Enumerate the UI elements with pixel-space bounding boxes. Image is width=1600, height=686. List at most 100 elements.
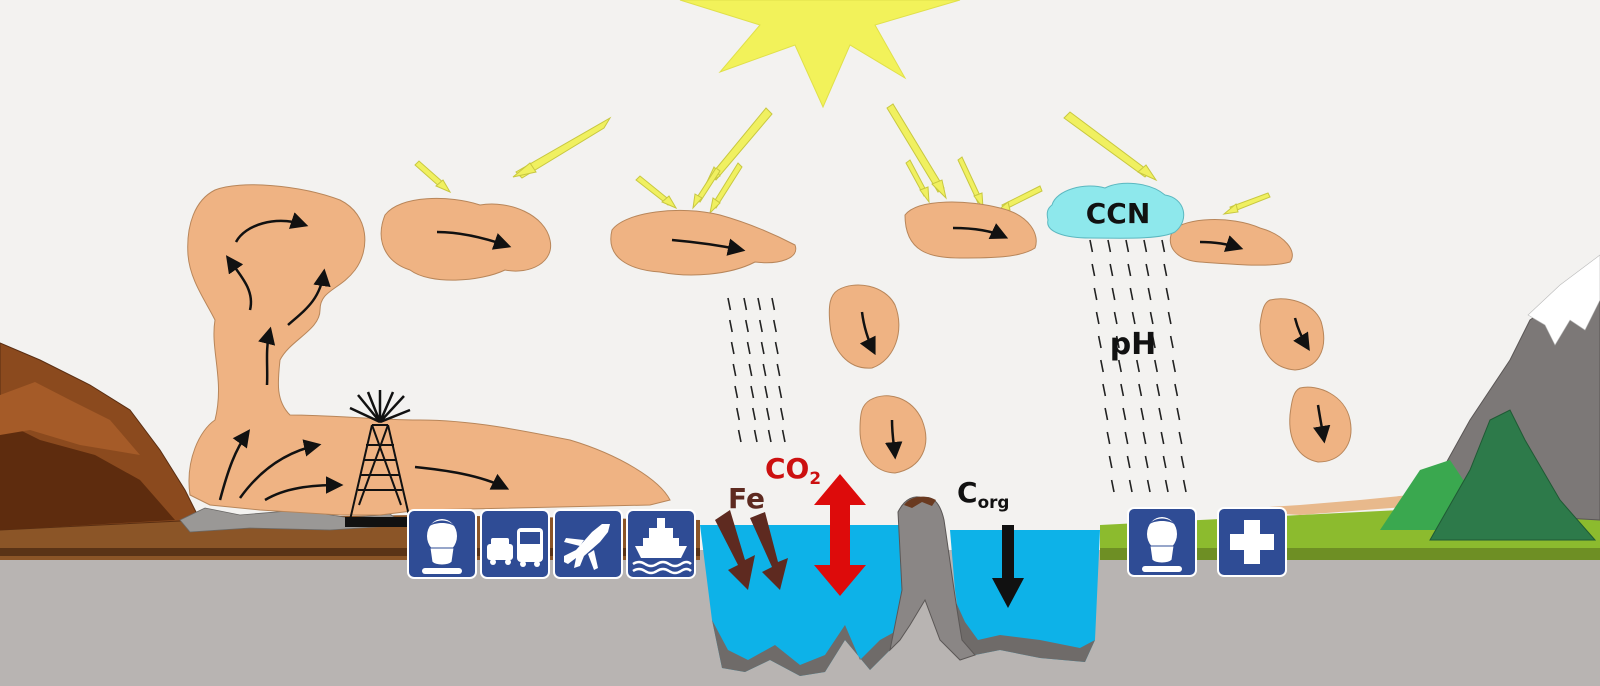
deposition-streak xyxy=(1136,359,1140,373)
deposition-streak xyxy=(1156,383,1161,397)
sign-medical xyxy=(1217,507,1287,577)
corg-label: Corg xyxy=(957,476,1009,512)
left-mountain-shade xyxy=(0,420,175,530)
deposition-streak xyxy=(1122,407,1127,421)
forest-hill-front xyxy=(1429,409,1597,541)
deposition-streak xyxy=(1133,335,1138,349)
deposition-streak xyxy=(764,385,769,399)
deposition-streak xyxy=(1145,263,1150,277)
deposition-streak xyxy=(1180,455,1185,469)
deposition-streak xyxy=(728,319,733,333)
dust-cloud-1 xyxy=(380,198,552,281)
deposition-streak xyxy=(1149,311,1154,325)
deposition-streak xyxy=(1115,335,1120,349)
deposition-streak xyxy=(1093,287,1098,301)
left-mountain-ridge xyxy=(0,382,140,455)
deposition-streak xyxy=(752,407,756,421)
deposition-streak xyxy=(1176,407,1181,421)
deposition-streak xyxy=(776,363,781,377)
deposition-streak xyxy=(727,297,732,311)
mask-person-icon xyxy=(422,519,462,574)
deposition-streak xyxy=(1146,479,1151,493)
deposition-streak xyxy=(1143,239,1148,253)
plume-wind-arrows xyxy=(218,212,510,502)
deposition-streak xyxy=(780,407,784,421)
right-mountain-snow xyxy=(1527,254,1600,346)
sun-icon xyxy=(679,0,961,109)
deposition-streak xyxy=(748,363,753,377)
deposition-streak xyxy=(1172,359,1176,373)
deposition-streak xyxy=(1097,335,1102,349)
dust-cloud-7 xyxy=(1259,298,1325,371)
ocean-basin-right xyxy=(950,530,1100,662)
mask-person-icon xyxy=(1142,517,1182,572)
deposition-streak xyxy=(1111,287,1116,301)
deposition-streak xyxy=(746,341,751,355)
ccn-label: CCN xyxy=(1086,197,1151,230)
medical-cross-icon xyxy=(1230,520,1274,564)
sign-health-mask-right xyxy=(1127,507,1197,577)
sign-air-transport xyxy=(553,509,623,579)
deposition-streak xyxy=(1104,407,1109,421)
ccn-cloud xyxy=(1046,182,1185,239)
deposition-streak xyxy=(758,319,763,333)
deposition-streak xyxy=(1138,383,1143,397)
co2-exchange-arrow xyxy=(814,474,866,596)
car-bus-icon xyxy=(487,528,543,567)
seamount xyxy=(889,496,976,661)
deposition-streak xyxy=(1129,287,1134,301)
deposition-streak xyxy=(1118,359,1122,373)
ship-icon xyxy=(632,518,692,575)
deposition-streak xyxy=(1147,287,1152,301)
iron-deposition-arrows xyxy=(715,510,788,590)
deposition-streak xyxy=(1182,479,1187,493)
deposition-streak xyxy=(1178,431,1183,445)
sunlight-rays xyxy=(414,103,1271,215)
deposition-streak xyxy=(1158,407,1163,421)
deposition-streak xyxy=(753,429,758,443)
deposition-streak xyxy=(1124,431,1129,445)
deposition-streak xyxy=(762,363,767,377)
deposition-streak xyxy=(1125,239,1130,253)
oil-derrick-icon xyxy=(345,390,415,527)
deposition-streak xyxy=(1154,359,1158,373)
deposition-streak xyxy=(766,407,770,421)
deposition-streak xyxy=(734,385,739,399)
ocean-basin-right-floor xyxy=(955,600,1095,662)
deposition-streak xyxy=(757,297,762,311)
deposition-streak xyxy=(1126,455,1131,469)
deposition-streak xyxy=(1167,311,1172,325)
deposition-streak xyxy=(1089,239,1094,253)
ocean-basin-left-floor xyxy=(712,620,898,676)
co2-label: CO2 xyxy=(765,452,821,488)
deposition-streak xyxy=(1160,431,1165,445)
deposition-streak xyxy=(1091,263,1096,277)
deposition-streak xyxy=(1163,263,1168,277)
deposition-streak xyxy=(1131,311,1136,325)
deposition-streak xyxy=(1127,263,1132,277)
deposition-streak xyxy=(1110,479,1115,493)
deposition-streaks xyxy=(727,239,1187,493)
deposition-streak xyxy=(732,363,737,377)
deposition-streak xyxy=(1108,455,1113,469)
organic-carbon-export-arrow xyxy=(992,525,1024,608)
ph-label: pH xyxy=(1110,327,1157,362)
deposition-streak xyxy=(1151,335,1156,349)
deposition-streak xyxy=(1144,455,1149,469)
deposition-streak xyxy=(767,429,772,443)
deposition-streak xyxy=(730,341,735,355)
deposition-streak xyxy=(1164,479,1169,493)
deposition-streak xyxy=(771,297,776,311)
fe-label: Fe xyxy=(728,482,765,515)
deposition-streak xyxy=(750,385,755,399)
deposition-streak xyxy=(1109,263,1114,277)
deposition-streak xyxy=(1140,407,1145,421)
deposition-streak xyxy=(1128,479,1133,493)
deposition-streak xyxy=(1106,431,1111,445)
deposition-streak xyxy=(1113,311,1118,325)
sign-maritime-transport xyxy=(626,509,696,579)
deposition-streak xyxy=(1102,383,1107,397)
sign-health-mask-left xyxy=(407,509,477,579)
deposition-streak xyxy=(743,297,748,311)
